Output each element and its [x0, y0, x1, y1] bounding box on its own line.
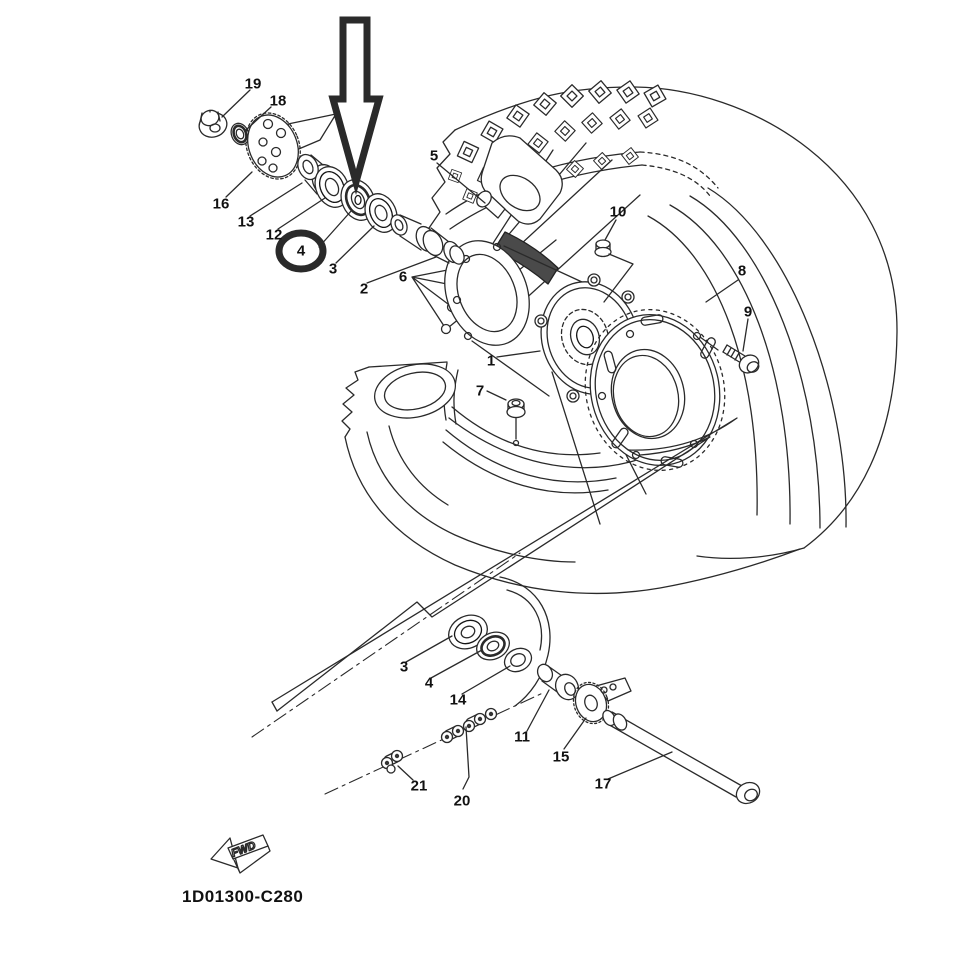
rear-sprocket	[584, 309, 726, 471]
part-label-17: 17	[594, 775, 612, 793]
part-label-16: 16	[212, 195, 230, 213]
seal-14	[503, 647, 533, 673]
part-label-2: 2	[359, 280, 369, 298]
highlight-circle	[275, 229, 327, 273]
part-label-18: 18	[269, 92, 287, 110]
highlight-annotations	[275, 16, 384, 273]
part-label-7: 7	[475, 382, 485, 400]
part-label-5: 5	[429, 147, 439, 165]
part-label-20: 20	[453, 792, 471, 810]
fwd-arrow: FWD	[210, 834, 271, 874]
part-label-4-lower: 4	[424, 674, 434, 692]
part-label-14: 14	[449, 691, 467, 709]
diagram-part-code: 1D01300-C280	[182, 887, 304, 906]
part-label-12: 12	[265, 226, 283, 244]
sprocket-bolt	[722, 344, 760, 374]
part-label-21: 21	[410, 777, 428, 795]
rim-lock	[476, 135, 563, 285]
part-label-13: 13	[237, 213, 255, 231]
part-label-19: 19	[244, 75, 262, 93]
drive-plate-16	[245, 112, 337, 180]
fwd-arrow-label: FWD	[230, 840, 258, 860]
part-label-1: 1	[486, 352, 496, 370]
part-label-9: 9	[743, 303, 753, 321]
part-label-3-upper: 3	[328, 260, 338, 278]
washer-18	[230, 122, 250, 146]
highlight-arrow	[328, 16, 384, 196]
bearing-3-upper	[364, 193, 398, 233]
part-label-8: 8	[737, 262, 747, 280]
drive-chain-links	[380, 707, 498, 774]
leader-lines	[221, 89, 749, 790]
swingarm-and-chain-run	[251, 417, 738, 795]
axle-nut-19	[198, 109, 228, 138]
part-label-4-circled: 4	[296, 242, 306, 260]
part-label-3-lower: 3	[399, 658, 409, 676]
axle-spacer-2	[390, 214, 465, 265]
spacer-11	[536, 663, 580, 701]
bearing-4-lower	[476, 631, 510, 661]
bearing-3-lower	[448, 614, 488, 650]
valve-stem-nut	[506, 398, 526, 440]
chain-adjuster-15	[572, 677, 632, 725]
part-label-10: 10	[609, 203, 627, 221]
part-label-11: 11	[514, 728, 530, 746]
part-label-15: 15	[552, 748, 570, 766]
part-label-6: 6	[398, 268, 408, 286]
rear-axle-17	[602, 709, 761, 805]
spoke-nipple-10	[594, 239, 612, 258]
